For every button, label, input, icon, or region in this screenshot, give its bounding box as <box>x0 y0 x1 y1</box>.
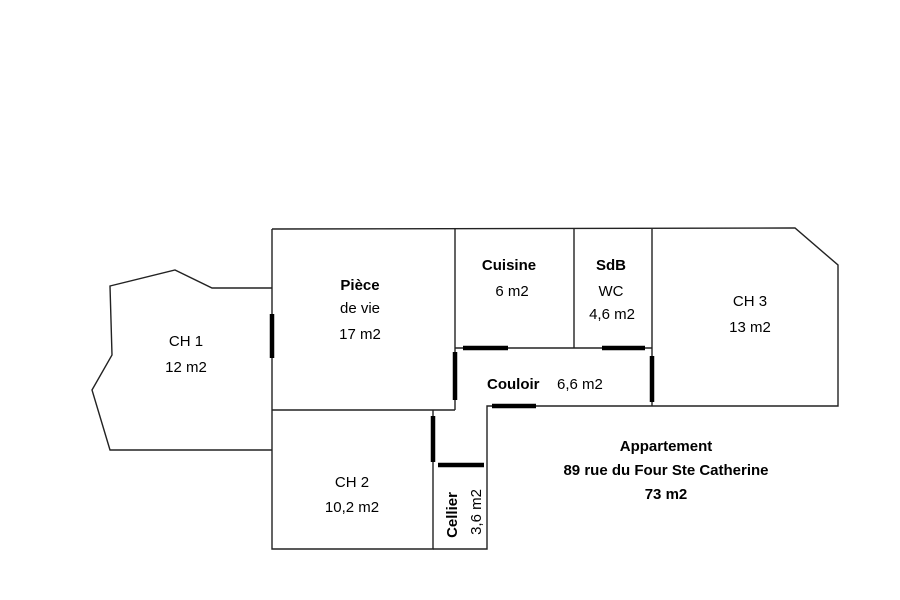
sdb-name-line1: SdB <box>596 257 626 274</box>
sdb-area: 4,6 m2 <box>589 306 635 323</box>
couloir-area: 6,6 m2 <box>557 376 603 393</box>
outer-wall-top <box>271 227 839 550</box>
piece-area: 17 m2 <box>339 326 381 343</box>
ch1-name: CH 1 <box>169 333 203 350</box>
walls <box>91 227 839 550</box>
caption-title: Appartement <box>620 438 713 455</box>
cuisine-name: Cuisine <box>482 257 536 274</box>
ch2-area: 10,2 m2 <box>325 499 379 516</box>
sdb-name-line2: WC <box>599 283 624 300</box>
piece-name-line1: Pièce <box>340 277 379 294</box>
plan-caption: Appartement 89 rue du Four Ste Catherine… <box>563 438 768 503</box>
ch3-name: CH 3 <box>733 293 767 310</box>
outer-wall-left <box>271 229 434 550</box>
caption-address: 89 rue du Four Ste Catherine <box>563 462 768 479</box>
ch1-area: 12 m2 <box>165 359 207 376</box>
ch2-name: CH 2 <box>335 474 369 491</box>
doors <box>269 314 655 468</box>
cellier-name: Cellier <box>444 492 461 538</box>
cuisine-area: 6 m2 <box>495 283 528 300</box>
ch3-area: 13 m2 <box>729 319 771 336</box>
room-labels: CH 1 12 m2 Pièce de vie 17 m2 Cuisine 6 … <box>165 257 771 538</box>
piece-name-line2: de vie <box>340 300 380 317</box>
caption-total-area: 73 m2 <box>645 486 688 503</box>
ch1-outline <box>91 269 272 451</box>
couloir-name: Couloir <box>487 376 540 393</box>
cellier-area: 3,6 m2 <box>468 489 485 535</box>
